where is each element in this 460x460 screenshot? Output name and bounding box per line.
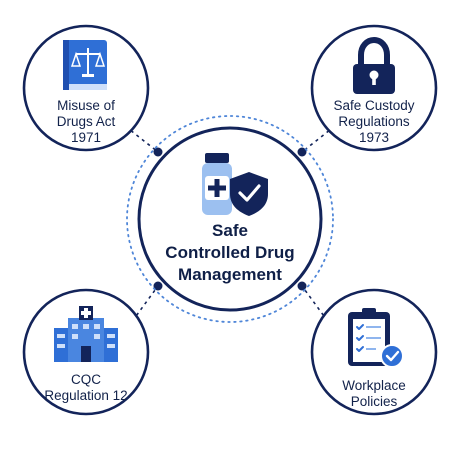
center-title-line: Safe xyxy=(212,221,248,240)
center-title-line: Controlled Drug xyxy=(165,243,295,262)
connector-dot xyxy=(153,147,163,157)
label-line: CQC xyxy=(71,372,101,387)
hospital-building-icon xyxy=(54,306,118,362)
node-label-misuse-of-drugs-act: Misuse of Drugs Act 1971 xyxy=(36,98,136,146)
node-label-safe-custody-regulations: Safe Custody Regulations 1973 xyxy=(314,98,434,146)
label-line: Misuse of xyxy=(57,98,115,113)
connector-dot xyxy=(297,281,307,291)
label-line: Safe Custody xyxy=(333,98,415,113)
label-line: Regulation 12 xyxy=(44,388,128,403)
label-line: Policies xyxy=(350,394,398,409)
label-line: Drugs Act xyxy=(56,114,116,129)
node-safe-custody-regulations xyxy=(310,24,438,152)
center-title: Safe Controlled Drug Management xyxy=(150,220,310,286)
label-line: 1971 xyxy=(70,130,102,145)
clipboard-checklist-icon xyxy=(348,308,404,368)
label-line: 1973 xyxy=(358,130,390,145)
center-hub xyxy=(126,115,334,323)
law-book-scales-icon xyxy=(63,40,107,90)
label-line: Workplace xyxy=(342,378,406,393)
center-dotted-ring xyxy=(126,115,334,323)
label-line: Regulations xyxy=(338,114,410,129)
medicine-bottle-shield-check-icon xyxy=(202,153,268,216)
node-workplace-policies xyxy=(310,288,438,416)
node-misuse-of-drugs-act xyxy=(22,24,150,152)
node-label-workplace-policies: Workplace Policies xyxy=(314,378,434,410)
connector-dot xyxy=(297,147,307,157)
center-circle xyxy=(137,126,323,312)
node-cqc-regulation-12 xyxy=(22,288,150,416)
connector-dots xyxy=(153,147,307,291)
center-title-line: Management xyxy=(178,265,282,284)
connector-dot xyxy=(153,281,163,291)
node-label-cqc-regulation-12: CQC Regulation 12 xyxy=(26,372,146,404)
padlock-icon xyxy=(353,36,395,94)
